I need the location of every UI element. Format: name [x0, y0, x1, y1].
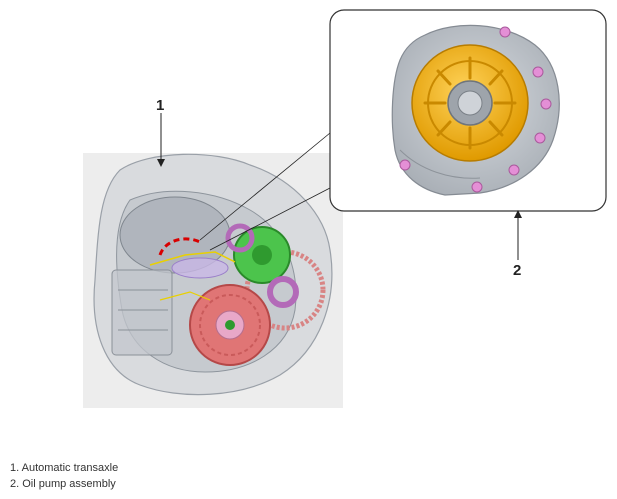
- legend-item-automatic-transaxle: 1. Automatic transaxle: [10, 462, 119, 474]
- callout-number-1: 1: [156, 97, 164, 114]
- mount-bolt: [399, 159, 411, 171]
- zoom-leader-line-lower: [209, 187, 331, 251]
- callout-number-2: 2: [513, 262, 521, 279]
- oil-pump-location-highlight: [158, 237, 201, 256]
- callout-arrowhead-1: [157, 159, 165, 167]
- valve-body: [111, 269, 173, 356]
- mount-bolt: [499, 26, 511, 38]
- clutch-pack-right: [267, 276, 299, 308]
- clutch-pack-middle: [171, 257, 229, 279]
- zoom-leader-line-upper: [199, 132, 331, 241]
- mount-bolt: [471, 181, 483, 193]
- legend-item-oil-pump-assembly: 2. Oil pump assembly: [10, 478, 116, 490]
- oil-pump-assembly: [391, 24, 560, 196]
- mount-bolt: [532, 66, 544, 78]
- transaxle-illustration: 1 2: [83, 9, 607, 408]
- automatic-transaxle: [93, 153, 333, 396]
- differential-ring-gear: [244, 249, 326, 331]
- mount-bolt: [534, 132, 546, 144]
- parts-legend: 1. Automatic transaxle 2. Oil pump assem…: [10, 460, 118, 492]
- callout-arrowhead-2: [514, 210, 522, 218]
- oil-passage: [149, 251, 236, 266]
- clutch-pack-upper: [225, 223, 255, 253]
- mount-bolt: [540, 98, 552, 110]
- mount-bolt: [508, 164, 520, 176]
